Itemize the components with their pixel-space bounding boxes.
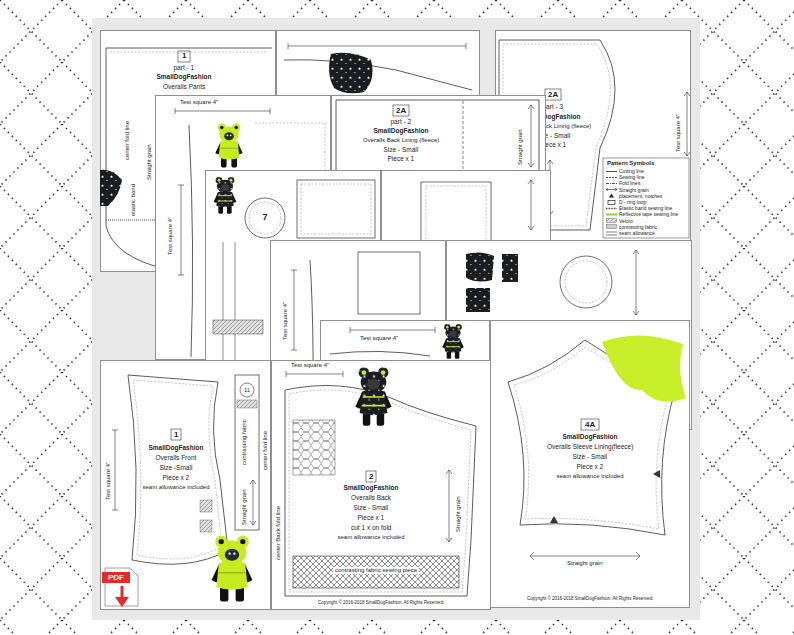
- legend-sample: [606, 212, 617, 217]
- legend-text: Sewing line: [619, 174, 645, 180]
- pattern-label: Straight grain: [146, 144, 153, 180]
- pattern-label: Test square 4": [282, 302, 289, 340]
- pattern-label: 1: [174, 430, 178, 439]
- pattern-page: Test square 4" 1SmallDogFashionOveralls F…: [100, 360, 271, 610]
- legend-sample: [606, 169, 617, 174]
- pattern-label: Piece x 2: [163, 474, 190, 481]
- pattern-label: contrasting fabric: [241, 419, 248, 465]
- legend-text: seam allowance: [619, 230, 655, 236]
- legend-sample: [606, 224, 617, 229]
- pattern-label: 2: [369, 472, 373, 481]
- legend-text: Cutting line: [619, 168, 644, 174]
- pattern-label: Size - Small: [354, 504, 389, 511]
- pattern-label: seam allowance included: [557, 473, 624, 480]
- pattern-label: Overalls Pants: [163, 83, 205, 90]
- pattern-label: Test square 4": [167, 217, 174, 255]
- pattern-label: SmallDogFashion: [157, 73, 212, 80]
- pattern-label: Test square 4": [180, 99, 218, 106]
- pattern-label: SmallDogFashion: [563, 433, 618, 440]
- legend-text: D - ring loop: [619, 199, 646, 205]
- legend-sample: [606, 181, 617, 186]
- pattern-label: contrasting fabric sewing piece: [333, 567, 419, 574]
- pattern-label: center Back fold line: [275, 506, 282, 560]
- pattern-label: Piece x 2: [577, 463, 604, 470]
- dog-photo: [355, 367, 391, 426]
- legend-row: seam allowance: [603, 230, 689, 236]
- legend-text: Straight grain: [619, 187, 649, 193]
- pattern-label: Test square 4": [291, 362, 329, 369]
- legend-row: Cutting line: [603, 168, 689, 174]
- pattern-label: seam allowance included: [338, 534, 405, 541]
- dog-photo: [442, 324, 464, 359]
- legend-sample: [606, 231, 617, 236]
- legend-sample: [606, 187, 617, 192]
- pattern-page: Test square 4" 2SmallDogFashionOveralls B…: [271, 360, 491, 610]
- pattern-label: SmallDogFashion: [149, 444, 204, 451]
- pattern-label: Straight grain: [455, 496, 462, 532]
- dog-photo: [215, 123, 242, 167]
- legend-row: Straight grain: [603, 187, 689, 193]
- legend-text: contrasting fabric: [619, 224, 657, 230]
- pattern-label: Overalls Front: [156, 454, 197, 461]
- pattern-label: Size -Small: [160, 464, 193, 471]
- pattern-label: SmallDogFashion: [344, 484, 399, 491]
- pattern-label: part - 2: [391, 118, 412, 125]
- pattern-label: Size - Small: [384, 146, 419, 153]
- legend-text: Fold lines: [619, 180, 640, 186]
- dog-photo: [214, 177, 237, 214]
- legend-row: contrasting fabric: [603, 224, 689, 230]
- pattern-label: Overalls Back Lining (fleece): [363, 137, 439, 144]
- pattern-label: 1: [182, 51, 186, 60]
- pattern-label: center fold line: [124, 121, 131, 160]
- pattern-page: 4A SmallDogFashionOveralls Sleeve Lining(…: [490, 320, 690, 608]
- legend-text: Reflective tape sewing line: [619, 211, 678, 217]
- pattern-label: Straight grain: [567, 560, 603, 567]
- legend-text: Elastic band sewing line: [619, 205, 672, 211]
- pattern-label: Overalls Back: [351, 494, 391, 501]
- pattern-legend: Cutting lineSewing lineFold linesStraigh…: [603, 158, 689, 238]
- legend-sample: [606, 218, 617, 223]
- pattern-label: elastic band: [130, 184, 137, 216]
- legend-sample: [606, 175, 617, 180]
- pattern-label: part - 1: [174, 64, 195, 71]
- legend-row: placement, notches: [603, 193, 689, 199]
- pattern-label: seam allowance included: [143, 484, 210, 491]
- legend-text: Velcro: [619, 218, 633, 224]
- pattern-label: Straight grain: [241, 489, 248, 525]
- pattern-label: Size - Small: [573, 453, 608, 460]
- pattern-label: Piece x 1: [358, 514, 385, 521]
- legend-row: Fold lines: [603, 180, 689, 186]
- legend-row: Elastic band sewing line: [603, 205, 689, 211]
- pattern-label: Overalls Sleeve Lining(fleece): [547, 443, 633, 450]
- legend-row: Reflective tape sewing line: [603, 211, 689, 217]
- pattern-label: Piece x 1: [388, 155, 415, 162]
- dog-photo: [212, 536, 253, 602]
- legend-row: Velcro: [603, 218, 689, 224]
- pattern-label: Test square 4": [105, 462, 112, 500]
- pattern-label: 2A: [396, 106, 406, 115]
- legend-swatch: [607, 225, 617, 229]
- pattern-label: 11: [244, 387, 250, 393]
- pattern-label: 4A: [585, 420, 595, 429]
- pattern-label: Test square 4": [675, 114, 682, 152]
- legend-sample: [606, 193, 617, 198]
- pattern-label: Copyright © 2016-2018 SmallDogFashion. A…: [527, 596, 653, 601]
- legend-text: placement, notches: [619, 193, 662, 199]
- pattern-label: 7: [263, 212, 268, 222]
- pattern-label: Pattern Symbols: [607, 160, 654, 167]
- pattern-label: Copyright © 2016-2018 SmallDogFashion. A…: [318, 600, 444, 605]
- pattern-label: Test square 4": [360, 335, 398, 342]
- legend-row: D - ring loop: [603, 199, 689, 205]
- pattern-label: center fold line: [262, 431, 269, 470]
- legend-sample: [606, 206, 617, 211]
- pattern-label: SmallDogFashion: [374, 127, 429, 134]
- pattern-label: 2A: [548, 90, 558, 99]
- legend-sample: [606, 200, 617, 205]
- pattern-label: cut 1 x on fold: [351, 524, 391, 531]
- pattern-label: Straight grain: [517, 129, 524, 165]
- legend-row: Sewing line: [603, 174, 689, 180]
